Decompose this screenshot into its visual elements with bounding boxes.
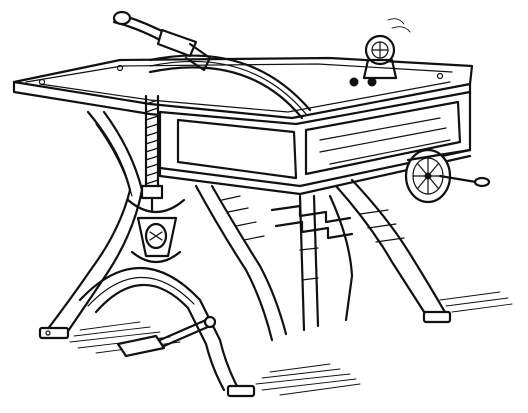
ground-shadow: [69, 291, 513, 396]
cast-iron-frame: [38, 110, 452, 398]
hand-wheel: [404, 148, 491, 204]
curved-beam: [148, 54, 312, 120]
gear-crown: [349, 18, 411, 87]
table-top: [12, 56, 474, 130]
lever-handle: [112, 10, 212, 72]
screw-post: [140, 94, 164, 212]
foot-treadle: [116, 315, 217, 358]
